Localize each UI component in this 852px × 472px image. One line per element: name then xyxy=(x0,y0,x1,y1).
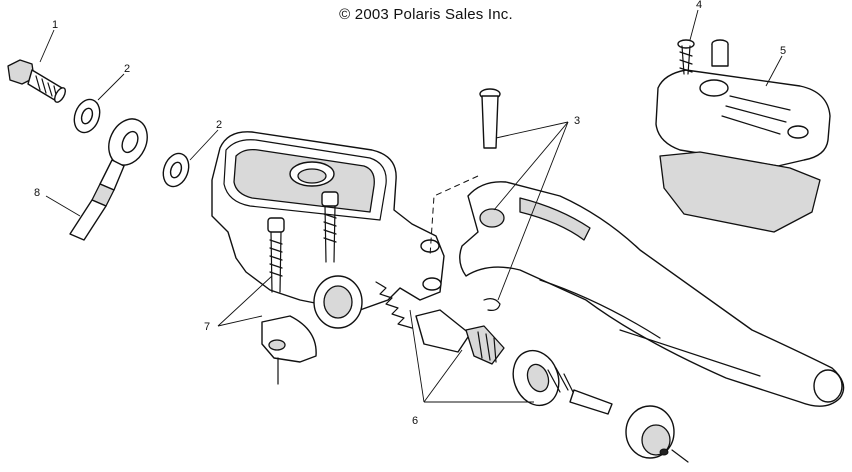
callout-1: 1 xyxy=(52,19,58,31)
leader-lines xyxy=(39,9,783,403)
part-brake-line xyxy=(69,118,148,241)
callout-4: 4 xyxy=(696,0,702,11)
callout-7: 7 xyxy=(204,321,210,333)
copyright-text: © 2003 Polaris Sales Inc. xyxy=(339,6,513,23)
callout-6: 6 xyxy=(412,415,418,427)
part-cover-plug xyxy=(711,39,729,67)
callout-3: 3 xyxy=(574,115,580,127)
part-clamp-screws xyxy=(267,191,339,293)
part-retaining-clip xyxy=(483,298,501,311)
part-washer-left xyxy=(73,98,101,134)
callout-2-right: 2 xyxy=(216,119,222,131)
part-master-cylinder-body xyxy=(211,131,445,329)
part-brake-lever xyxy=(459,181,845,407)
part-washer-right xyxy=(162,152,190,188)
callout-labels: 1 2 2 3 4 5 6 7 8 xyxy=(34,0,786,427)
part-cover-screw xyxy=(677,39,695,75)
part-clamp-half xyxy=(261,315,317,385)
part-piston-kit xyxy=(375,281,689,463)
part-reservoir-cover xyxy=(655,69,831,233)
part-pivot-pin xyxy=(479,88,501,149)
callout-2-left: 2 xyxy=(124,63,130,75)
callout-8: 8 xyxy=(34,187,40,199)
callout-5: 5 xyxy=(780,45,786,57)
part-banjo-bolt xyxy=(7,59,66,103)
